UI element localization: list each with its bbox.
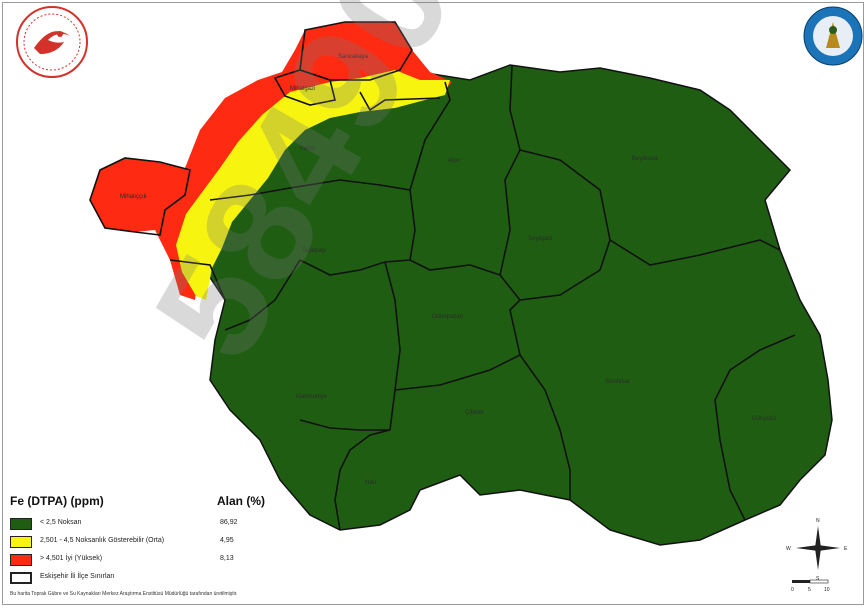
district-label: Beylikova [632,156,658,162]
scale-label: 10 [824,587,830,593]
legend-label: 2,501 - 4,5 Noksanlık Gösterebilir (Orta… [40,537,165,544]
legend-row: 2,501 - 4,5 Noksanlık Gösterebilir (Orta… [10,536,300,550]
legend-value: 8,13 [220,555,234,562]
district-label: Tepebaşı [302,248,327,254]
legend-row: Eskişehir İli İlçe Sınırları [10,572,300,586]
compass-rose: N S E W [786,518,848,582]
compass-east-label: E [844,546,848,552]
legend-swatch [10,518,32,530]
scale-label: 0 [791,587,794,593]
legend-row: > 4,501 İyi (Yüksek) 8,13 [10,554,300,568]
legend-row: < 2,5 Noksan 86,92 [10,518,300,532]
ministry-logo [16,6,88,78]
legend-label: > 4,501 İyi (Yüksek) [40,555,103,562]
district-label: Seyitgazi [528,236,552,242]
district-label: Mihalgazi [290,86,315,92]
legend-swatch [10,536,32,548]
district-label: Çifteler [465,410,484,416]
legend-value: 86,92 [220,519,238,526]
district-label: İnönü [300,145,315,152]
district-label: Günyüzü [752,416,776,422]
legend-swatch [10,572,32,584]
scale-bar: 0 5 10 [791,579,830,593]
compass-north-label: N [816,518,820,524]
legend-value: 4,95 [220,537,234,544]
legend-swatch [10,554,32,566]
credit-text: Bu harita Toprak Gübre ve Su Kaynakları … [10,591,238,597]
legend-label: < 2,5 Noksan [40,519,82,526]
district-label: Mihalıççık [120,194,148,200]
compass-west-label: W [786,546,791,552]
scale-label: 5 [808,587,811,593]
institute-logo [803,6,863,66]
district-label: Sivrihisar [605,379,630,385]
yellow-zone [176,70,450,300]
district-labels: Sarıcakaya Mihalgazi Mihalıççık Alpu İnö… [120,54,776,486]
district-label: Mahmudiye [296,394,328,400]
district-boundaries [89,21,796,531]
district-label: Odunpazarı [432,314,464,320]
district-label: Alpu [448,158,460,164]
compass-south-label: S [816,576,820,582]
legend-area-header: Alan (%) [217,494,265,508]
legend-label: Eskişehir İli İlçe Sınırları [40,573,115,580]
district-label: Sarıcakaya [338,54,369,60]
district-label: Han [365,480,376,486]
legend-title: Fe (DTPA) (ppm) [10,494,104,508]
